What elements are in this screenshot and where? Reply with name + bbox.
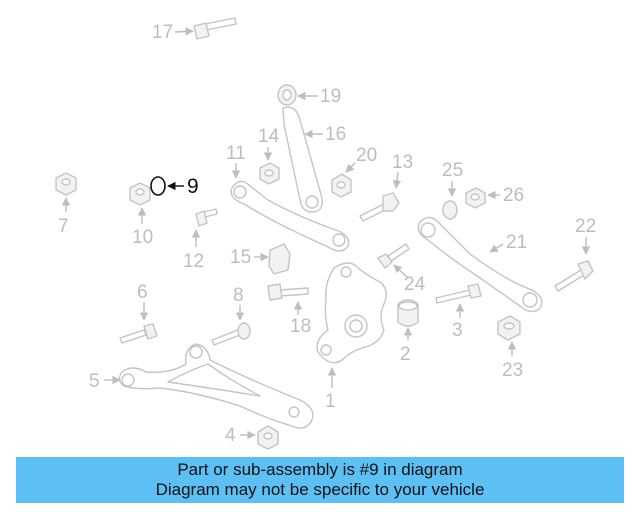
part-8-bolt (211, 322, 251, 346)
part-10-nut (129, 182, 151, 206)
callout-24: 24 (404, 274, 426, 295)
callout-22: 22 (575, 216, 596, 237)
part-16-link (282, 106, 323, 213)
callout-13-arrow (392, 171, 402, 189)
callout-5: 5 (89, 371, 100, 392)
callout-4: 4 (225, 425, 236, 446)
callout-20: 20 (356, 145, 377, 166)
callout-26: 26 (503, 185, 524, 206)
part-20-nut (331, 173, 352, 198)
part-3-bolt (435, 283, 482, 304)
part-7-nut (55, 172, 77, 196)
part-15-bushing (268, 243, 291, 275)
callout-7: 7 (58, 216, 69, 237)
part-5-lower-arm (118, 343, 314, 429)
callout-9: 9 (187, 175, 199, 198)
callout-16: 16 (325, 124, 346, 145)
callout-17: 17 (152, 22, 173, 43)
callout-1: 1 (325, 391, 336, 412)
callout-17-arrow (174, 27, 194, 36)
callout-25: 25 (442, 160, 463, 181)
callout-12: 12 (183, 251, 204, 272)
callout-10: 10 (132, 227, 153, 248)
callout-14: 14 (258, 126, 280, 147)
banner-line-part: Part or sub-assembly is #9 in diagram (177, 460, 463, 479)
part-12-bolt (195, 208, 218, 227)
part-14-nut (259, 162, 280, 185)
callout-11: 11 (226, 143, 246, 164)
part-4-nut (257, 425, 279, 450)
callout-19: 19 (320, 86, 341, 107)
part-21-lower-arm (417, 216, 543, 313)
part-2-bushing (397, 299, 419, 327)
part-17-bolt (193, 17, 237, 40)
part-13-bolt (359, 192, 400, 222)
callout-20-arrow (345, 162, 356, 173)
part-22-bolt (554, 260, 594, 292)
callout-6: 6 (137, 282, 148, 303)
info-banner: Part or sub-assembly is #9 in diagram Di… (16, 457, 624, 503)
callout-15: 15 (230, 247, 251, 268)
part-23-nut (497, 315, 521, 341)
callout-23: 23 (502, 360, 523, 381)
callout-13: 13 (392, 152, 413, 173)
part-26-nut (465, 187, 486, 209)
part-9-o-ring (150, 176, 166, 196)
banner-line-disclaimer: Diagram may not be specific to your vehi… (155, 480, 485, 499)
callout-24-arrow (393, 264, 409, 279)
callout-18: 18 (290, 316, 311, 337)
callout-21: 21 (506, 232, 527, 253)
part-11-upper-arm (230, 180, 350, 252)
callout-2: 2 (400, 344, 411, 365)
callout-3: 3 (452, 320, 463, 341)
callout-8: 8 (233, 285, 244, 306)
part-18-bolt (267, 283, 309, 301)
part-1-knuckle (316, 262, 387, 364)
part-6-bolt (119, 323, 158, 344)
part-19-nut (277, 84, 297, 106)
callout-21-arrow (489, 243, 504, 253)
part-25-washer (442, 200, 458, 220)
part-24-bolt (377, 243, 410, 269)
